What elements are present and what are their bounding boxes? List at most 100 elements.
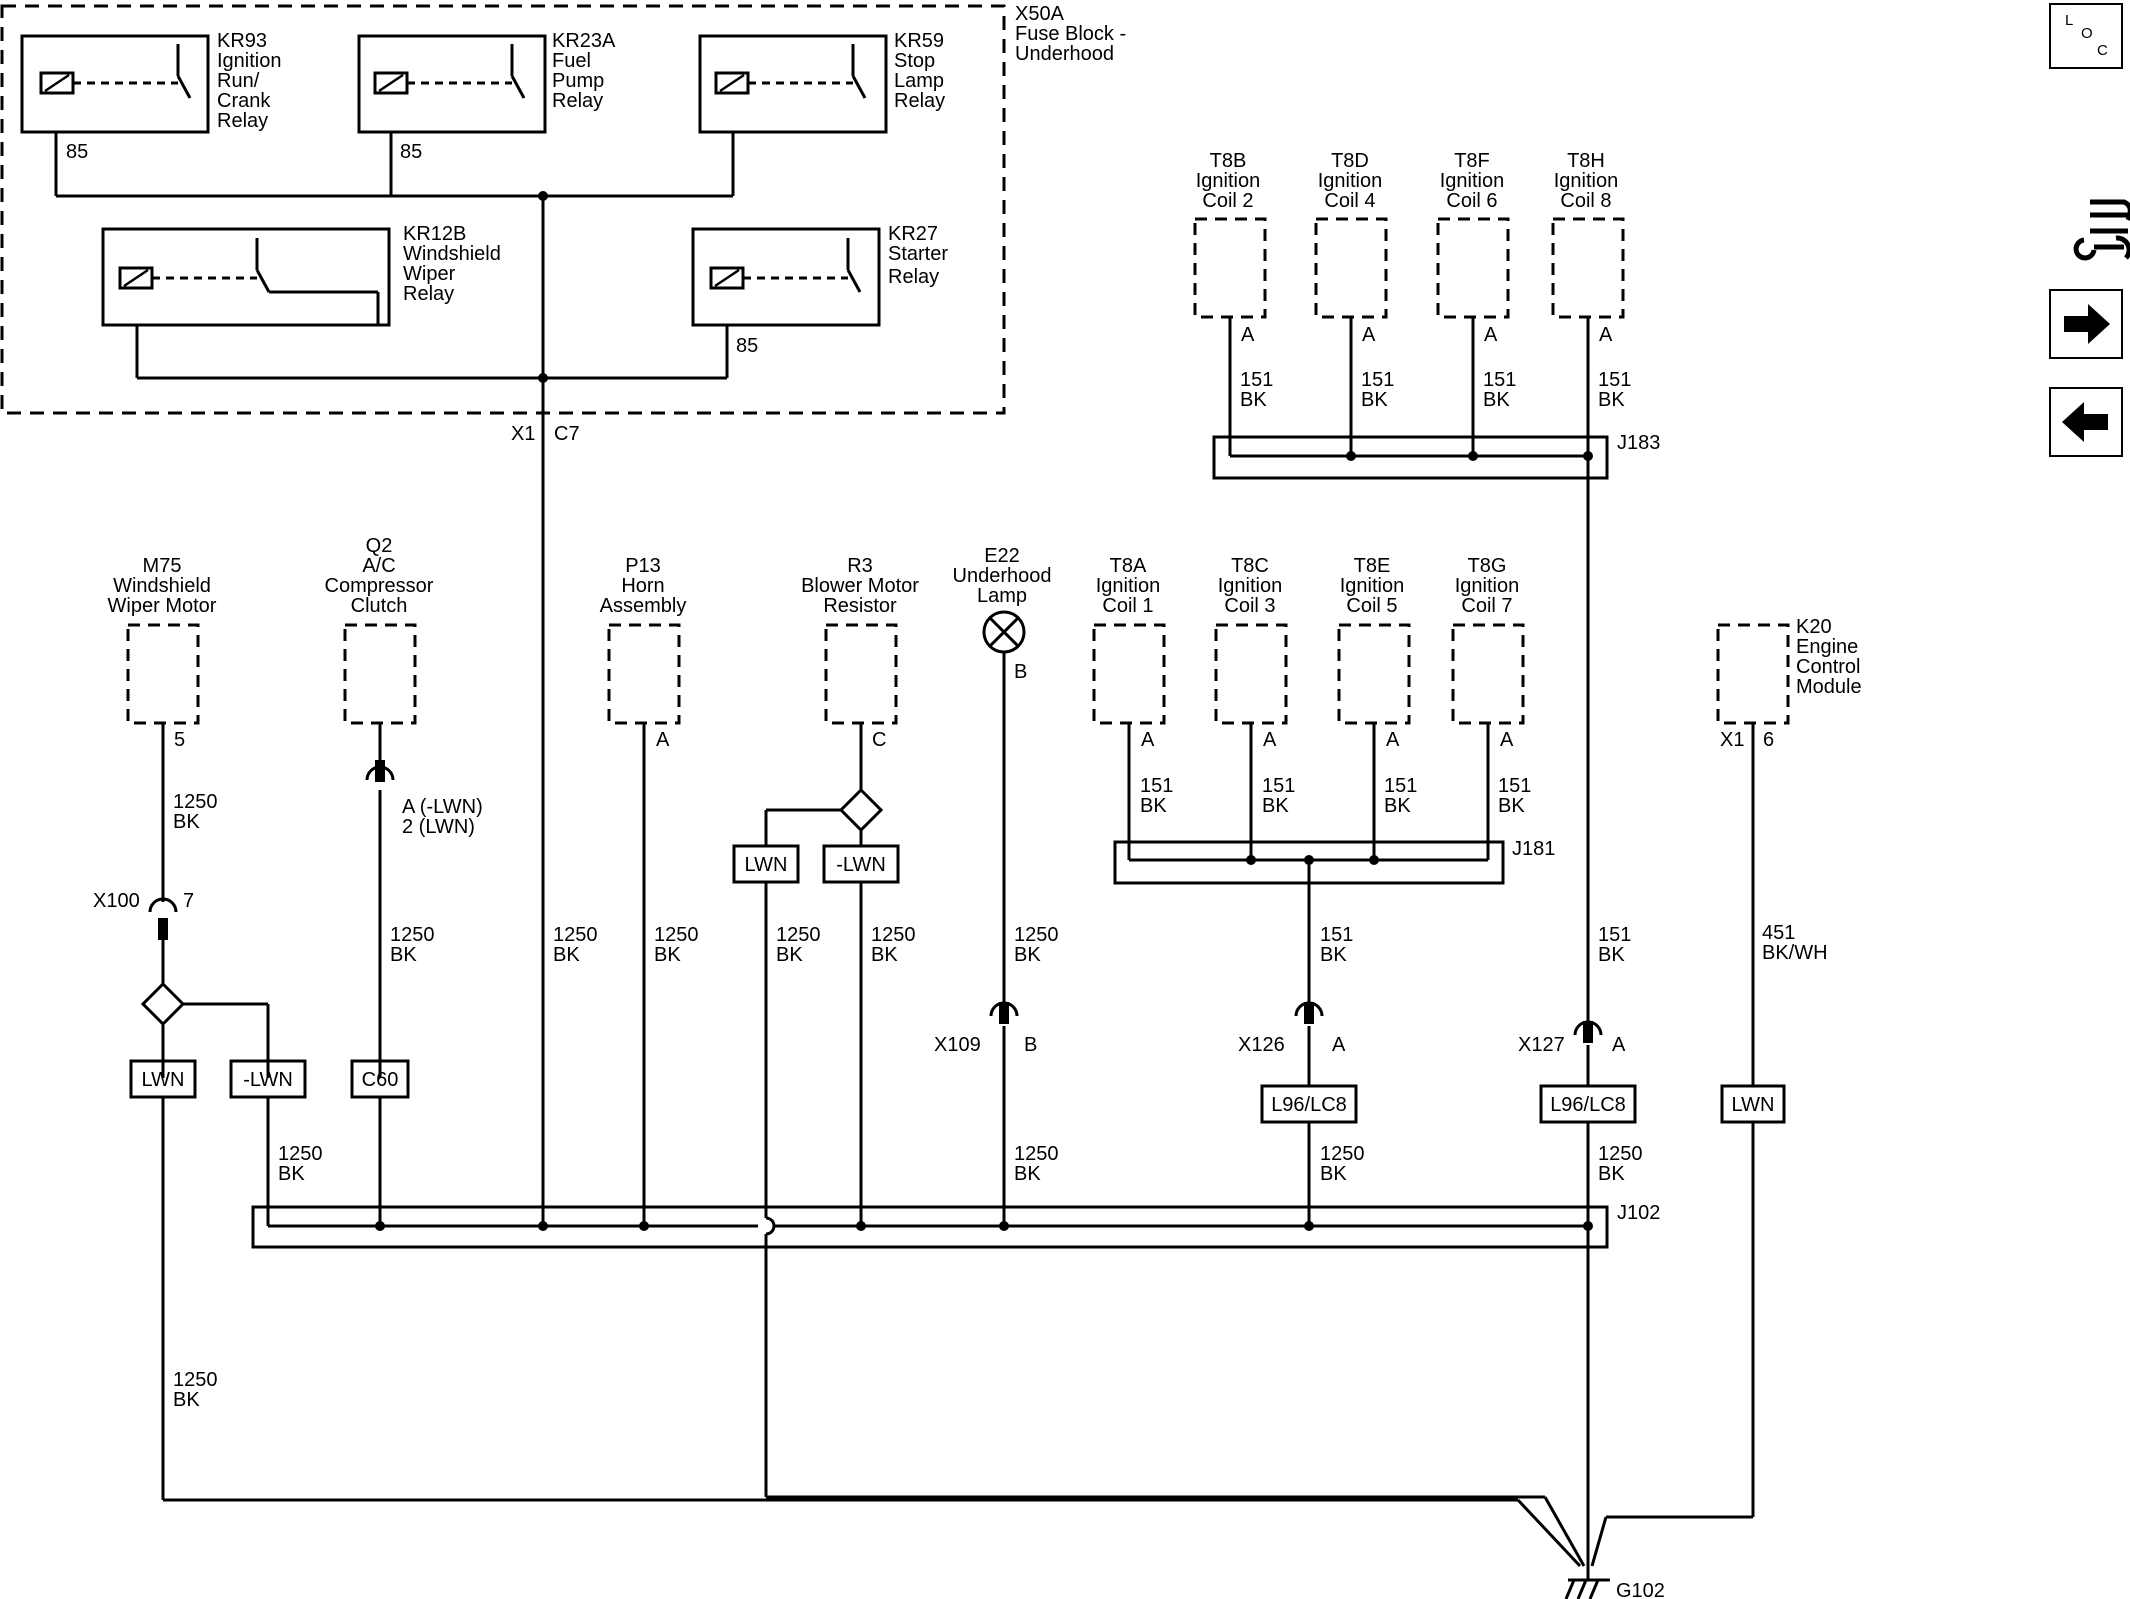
c7-pin-label: C7: [554, 423, 580, 445]
coil-t8e-label: Coil 5: [1346, 595, 1397, 617]
back-button[interactable]: [2049, 387, 2123, 457]
wire-size: 151: [1320, 924, 1353, 946]
coil-t8f-box: [1436, 217, 1510, 319]
r3-label: R3: [847, 555, 873, 577]
coil-t8h-box: [1551, 217, 1625, 319]
ground-g102-label: G102: [1616, 1580, 1665, 1599]
wire-size: 1250: [553, 924, 598, 946]
option-lwn-left-label: LWN: [142, 1069, 185, 1091]
relay-kr12b-label: Wiper: [403, 263, 456, 285]
option-c60-label: C60: [362, 1069, 399, 1091]
wire-color: BK: [173, 1389, 200, 1411]
x100-pin: 7: [183, 890, 194, 912]
wire-size: 1250: [390, 924, 435, 946]
coil-t8f-label: Coil 6: [1446, 190, 1497, 212]
wire-color: BK: [173, 811, 200, 833]
wire-color: BK: [1320, 1163, 1347, 1185]
coil-t8c-box: [1214, 623, 1288, 725]
p13-label: Assembly: [600, 595, 687, 617]
wire-color: BK: [278, 1163, 305, 1185]
option-lwn-k20-label: LWN: [1732, 1094, 1775, 1116]
wire-size: 151: [1598, 369, 1631, 391]
coil-t8b-label: T8B: [1210, 150, 1247, 172]
q2-label: Compressor: [325, 575, 434, 597]
x100-label: X100: [93, 890, 140, 912]
m75-box: [126, 623, 200, 725]
relay-kr93-label: Crank: [217, 90, 271, 112]
q2-plug: [375, 760, 385, 782]
relay-kr93-label: Ignition: [217, 50, 282, 72]
coil-t8b-label: Ignition: [1196, 170, 1261, 192]
coil-t8c-label: T8C: [1231, 555, 1269, 577]
forward-button[interactable]: [2049, 289, 2123, 359]
k20-label: K20: [1796, 616, 1832, 638]
relay-kr23a-label: Fuel: [552, 50, 591, 72]
x126-plug: [1304, 1002, 1314, 1024]
coil-t8d-pin: A: [1362, 324, 1376, 346]
relay-kr23a-label: KR23A: [552, 30, 616, 52]
wire-color: BK: [1262, 795, 1289, 817]
wire-size: 151: [1262, 775, 1295, 797]
wire-size: 1250: [1014, 1143, 1059, 1165]
loc-button[interactable]: L O C: [2049, 3, 2123, 69]
wire-size: 451: [1762, 922, 1795, 944]
coil-t8d-label: Coil 4: [1324, 190, 1375, 212]
wire-color: BK: [390, 944, 417, 966]
relay-kr93-label: KR93: [217, 30, 267, 52]
wire-color: BK: [1498, 795, 1525, 817]
wire-color: BK: [1598, 944, 1625, 966]
x126-pin: A: [1332, 1034, 1346, 1056]
wire-size: 151: [1598, 924, 1631, 946]
x109-pin: B: [1024, 1034, 1037, 1056]
connector-wrench-icon[interactable]: [2073, 199, 2130, 261]
wire-size: 151: [1498, 775, 1531, 797]
wire-color: BK: [553, 944, 580, 966]
wire-color: BK: [1014, 1163, 1041, 1185]
splice-j102-label: J102: [1617, 1202, 1660, 1224]
k20-label: Module: [1796, 676, 1862, 698]
relay-kr12b-label: Windshield: [403, 243, 501, 265]
x109-plug: [999, 1002, 1009, 1024]
option-l96-x126-label: L96/LC8: [1271, 1094, 1347, 1116]
coil-t8f-label: Ignition: [1440, 170, 1505, 192]
coil-t8g-label: Coil 7: [1461, 595, 1512, 617]
x1-connector-label: X1: [511, 423, 535, 445]
p13-label: Horn: [621, 575, 664, 597]
relay-kr27-label: KR27: [888, 223, 938, 245]
coil-t8h-label: Coil 8: [1560, 190, 1611, 212]
wire-size: 151: [1140, 775, 1173, 797]
wire-color: BK: [1320, 944, 1347, 966]
e22-label: E22: [984, 545, 1020, 567]
arrow-right-icon: [2064, 304, 2110, 344]
p13-label: P13: [625, 555, 661, 577]
wire-color: BK: [776, 944, 803, 966]
coil-t8c-label: Ignition: [1218, 575, 1283, 597]
junction-dots: [375, 191, 1593, 1231]
wire-color: BK: [871, 944, 898, 966]
q2-label: A/C: [362, 555, 395, 577]
k20-pin: 6: [1763, 729, 1774, 751]
wire-color: BK: [1361, 389, 1388, 411]
r3-pin: C: [872, 729, 886, 751]
coil-t8b-box: [1193, 217, 1267, 319]
arrow-left-icon: [2062, 402, 2108, 442]
coil-t8e-label: Ignition: [1340, 575, 1405, 597]
k20-label: Control: [1796, 656, 1860, 678]
relay-kr59-label: Stop: [894, 50, 935, 72]
r3-label: Blower Motor: [801, 575, 919, 597]
relay-kr12b-label: Relay: [403, 283, 454, 305]
q2-label: Q2: [366, 535, 393, 557]
coil-t8a-box: [1092, 623, 1166, 725]
option-diamond-r3: [838, 787, 884, 833]
e22-label: Lamp: [977, 585, 1027, 607]
wire-size: 1250: [871, 924, 916, 946]
e22-label: Underhood: [953, 565, 1052, 587]
coil-t8b-label: Coil 2: [1202, 190, 1253, 212]
relay-kr93-pin: 85: [66, 141, 88, 163]
wire-color: BK: [654, 944, 681, 966]
relay-kr23a-pin: 85: [400, 141, 422, 163]
wire-size: 1250: [173, 1369, 218, 1391]
coil-t8e-pin: A: [1386, 729, 1400, 751]
fuse-block-outline: [0, 4, 1006, 415]
relay-kr12b-label: KR12B: [403, 223, 466, 245]
